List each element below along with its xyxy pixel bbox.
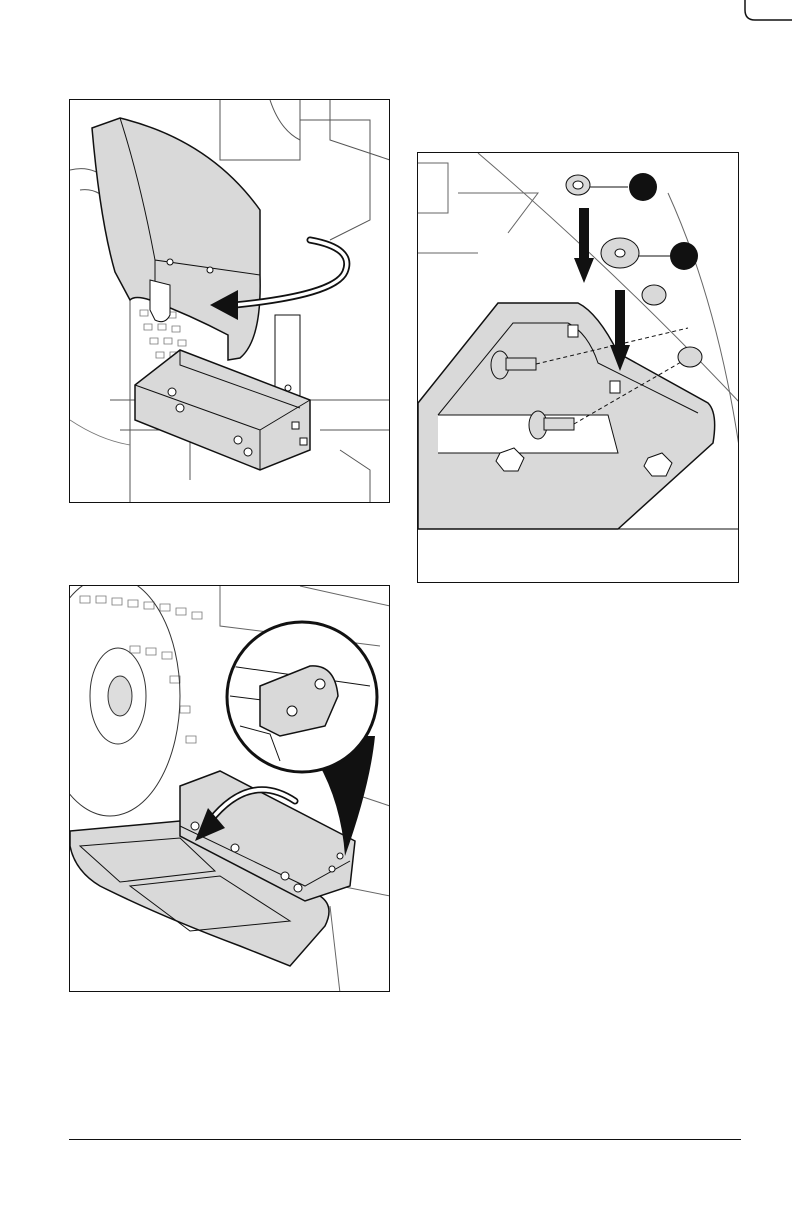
figure-1-illustration — [70, 100, 390, 503]
flange-nut — [642, 285, 666, 305]
callout-dot-icon — [590, 173, 657, 201]
chute-flap — [92, 118, 260, 360]
figure-hardware-detail — [417, 152, 739, 583]
magnifier-inset — [227, 622, 377, 772]
figure-2-illustration — [418, 153, 739, 583]
figure-3-illustration — [70, 586, 390, 992]
flange-nut — [566, 175, 590, 195]
footer-rule — [69, 1139, 741, 1140]
down-arrow-icon — [574, 208, 594, 283]
figure-chute-installation — [69, 99, 390, 503]
washer — [601, 238, 639, 268]
callout-dot-icon — [638, 242, 698, 270]
figure-bracket-installed — [69, 585, 390, 992]
corner-crop-mark — [0, 0, 792, 60]
wheel — [70, 586, 180, 816]
flange-nut — [678, 347, 702, 367]
